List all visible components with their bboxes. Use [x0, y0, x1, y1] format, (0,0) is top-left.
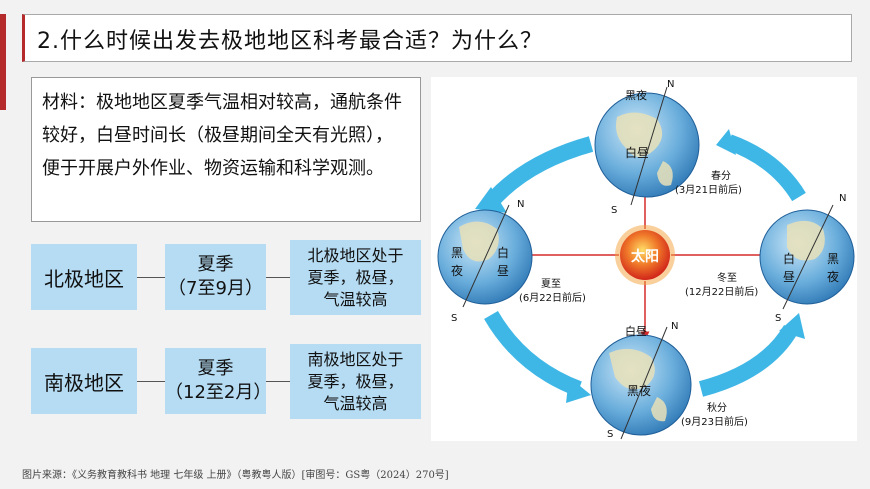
season-summer: 夏至 [541, 278, 561, 290]
landmass [616, 112, 663, 158]
north-label: N [667, 79, 674, 90]
description-line: 气温较高 [323, 393, 388, 413]
day-label: 白昼 [625, 145, 649, 160]
description-line: 气温较高 [323, 289, 388, 309]
south-label: S [611, 205, 617, 216]
description-box-north: 北极地区处于 夏季，极昼， 气温较高 [290, 240, 421, 315]
globe-summer: N S 黑 夜 白 昼 夏至 (6月22日前后) [437, 199, 586, 324]
season-autumn: 秋分 [707, 401, 727, 414]
date-winter: (12月22日前后) [685, 285, 758, 298]
region-box-north: 北极地区 [31, 244, 137, 310]
axis-line [462, 204, 510, 308]
landmass [609, 348, 655, 390]
connector-line [266, 381, 290, 382]
date-summer: (6月22日前后) [519, 291, 586, 304]
date-autumn: (9月23日前后) [681, 415, 748, 428]
night-label: 黑夜 [625, 88, 647, 102]
day-bottom: 昼 [783, 270, 795, 284]
day-top: 白 [783, 251, 795, 266]
description-line: 北极地区处于 [307, 245, 404, 265]
season-winter: 冬至 [717, 271, 737, 284]
sun-label: 太阳 [631, 248, 659, 265]
day-bottom: 昼 [497, 264, 509, 278]
orbit-arrow-head [475, 187, 507, 213]
orbit-arrow [484, 136, 594, 208]
day-label: 白昼 [625, 324, 647, 338]
image-source-note: 图片来源：《义务教育教科书 地理 七年级 上册》（粤教粤人版）[审图号：GS粤（… [22, 470, 449, 481]
south-label: S [451, 313, 457, 324]
axis-line [620, 326, 668, 440]
landmass [651, 397, 667, 422]
orbit-arrow [698, 324, 798, 397]
orbit-arrow-head [566, 377, 591, 403]
season-spring: 春分 [711, 170, 731, 182]
orbit-arrow-head [779, 313, 805, 339]
connector-line [266, 277, 290, 278]
north-label: N [839, 193, 846, 204]
sun-disc [620, 230, 670, 280]
orbit-arrows [475, 129, 806, 403]
north-label: N [517, 199, 524, 210]
description-line: 夏季，极昼， [307, 371, 404, 391]
region-label: 南极地区 [44, 370, 124, 395]
day-top: 白 [497, 245, 509, 260]
orbit-arrow [726, 134, 806, 202]
axis-line [630, 86, 668, 206]
night-bottom: 夜 [827, 269, 839, 284]
page-title: 2.什么时候出发去极地地区科考最合适？为什么？ [37, 29, 543, 54]
night-bottom: 夜 [451, 263, 463, 278]
north-label: N [671, 321, 678, 332]
globe-autumn: N S 白昼 黑夜 秋分 (9月23日前后) [590, 321, 748, 440]
landmass [787, 220, 825, 261]
date-spring: (3月21日前后) [675, 183, 742, 196]
globe-spring: N S 黑夜 白昼 春分 (3月21日前后) [594, 79, 742, 216]
orbit-arrow [484, 310, 582, 397]
south-label: S [775, 313, 781, 324]
region-label: 北极地区 [44, 266, 124, 291]
description-box-south: 南极地区处于 夏季，极昼， 气温较高 [290, 344, 421, 419]
globe-winter: N S 白 昼 黑 夜 冬至 (12月22日前后) [685, 193, 855, 324]
orbit-diagram-svg: 太阳 N S 黑夜 白昼 春分 (3月21日前后) N S 黑 夜 白 昼 夏至 [437, 79, 855, 440]
connector-line [137, 381, 165, 382]
season-box-north: 夏季 （7至9月） [165, 244, 266, 310]
material-textbox: 材料：极地地区夏季气温相对较高，通航条件较好，白昼时间长（极昼期间全天有光照），… [31, 77, 421, 222]
night-label: 黑夜 [627, 383, 651, 398]
night-top: 黑 [451, 246, 463, 260]
connector-line [137, 277, 165, 278]
south-label: S [607, 429, 613, 440]
season-name: 夏季 [197, 358, 234, 379]
orbit-arrow-head [716, 129, 736, 155]
earth-orbit-diagram: 太阳 N S 黑夜 白昼 春分 (3月21日前后) N S 黑 夜 白 昼 夏至 [431, 77, 857, 441]
landmass [459, 221, 499, 262]
description-line: 夏季，极昼， [307, 267, 404, 287]
landmass [657, 161, 673, 186]
season-months: （7至9月） [168, 278, 263, 299]
description-line: 南极地区处于 [307, 349, 404, 369]
axis-line [782, 204, 834, 310]
sun: 太阳 [615, 225, 675, 285]
night-top: 黑 [827, 252, 839, 266]
title-bar: 2.什么时候出发去极地地区科考最合适？为什么？ [22, 14, 852, 62]
title-accent-bar [0, 14, 6, 110]
season-months: （12至2月） [165, 382, 272, 403]
season-name: 夏季 [197, 254, 234, 275]
season-box-south: 夏季 （12至2月） [165, 348, 272, 414]
region-box-south: 南极地区 [31, 348, 137, 414]
